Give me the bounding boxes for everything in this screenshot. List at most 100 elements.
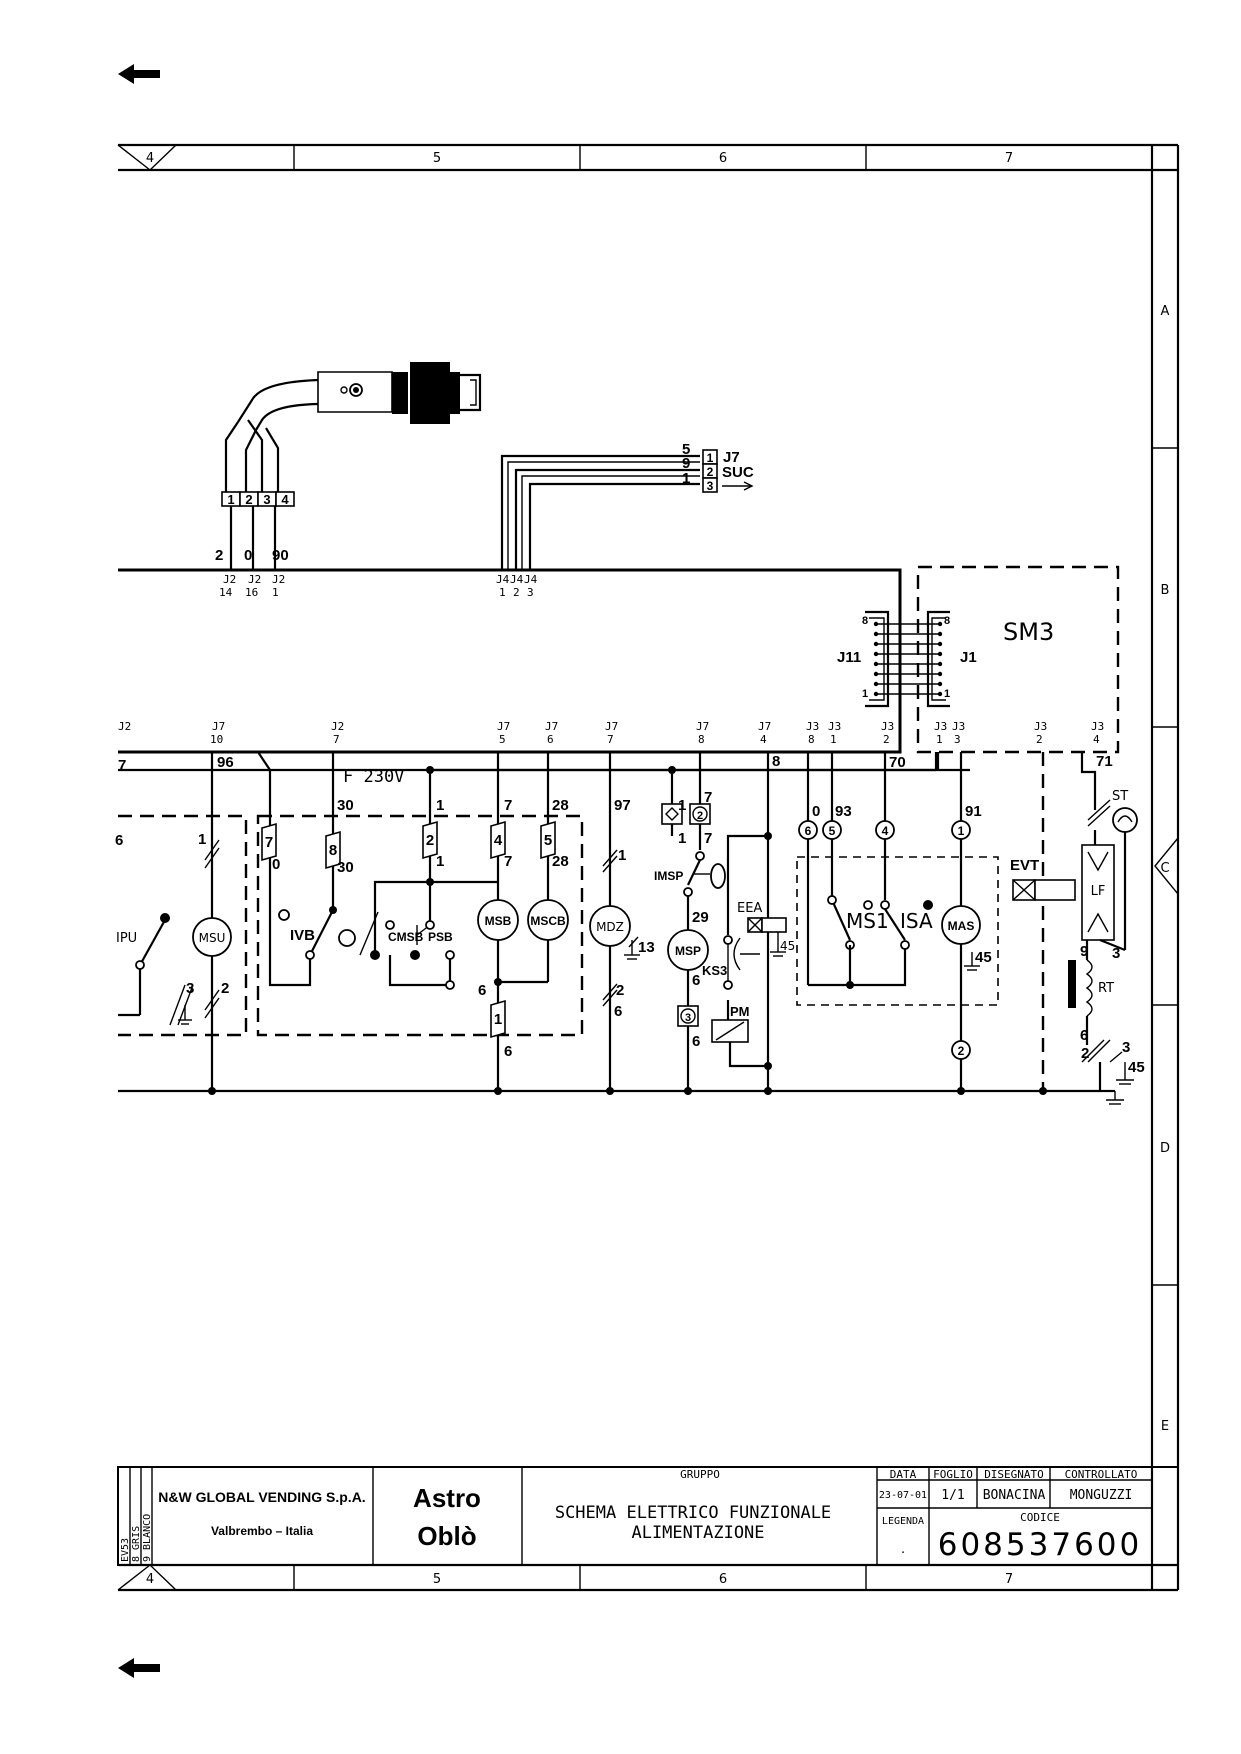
jack-number: 3 xyxy=(954,733,961,746)
circle-tag: 5 xyxy=(829,824,836,838)
back-arrow-bottom-icon[interactable] xyxy=(118,1658,160,1678)
wire-number: 45 xyxy=(780,939,795,953)
wire-number: 2 xyxy=(1081,1045,1089,1062)
data-label: DATA xyxy=(890,1468,917,1481)
wire-number: 2 xyxy=(221,980,229,997)
jack-label: J7 xyxy=(605,720,618,733)
wire-number: 6 xyxy=(1080,1027,1088,1044)
wire-number: 0 xyxy=(812,803,820,820)
jack-label: J3 xyxy=(881,720,894,733)
column-label: 7 xyxy=(1005,1572,1013,1587)
jack-label: J3 xyxy=(952,720,965,733)
wire-number: 8 xyxy=(772,753,780,770)
row-label: E xyxy=(1161,1419,1169,1434)
board-jack-labels: J2 J7 10 J2 7 J7 5 J7 6 J7 7 J7 8 J7 4 J… xyxy=(118,720,1104,746)
column-label: 6 xyxy=(719,1572,727,1587)
sm3-module: SM3 8 1 J1 xyxy=(916,565,1120,754)
pin-number: 8 xyxy=(944,615,950,627)
ribbon-pin xyxy=(937,691,943,697)
back-arrow-top-icon[interactable] xyxy=(118,64,160,84)
wire-number: 1 xyxy=(678,797,686,814)
ribbon-pin xyxy=(937,631,943,637)
jack-number: 1 xyxy=(272,586,279,599)
mscb-motor-icon xyxy=(527,899,569,941)
column-label: 7 xyxy=(1005,151,1013,166)
jack-number: 8 xyxy=(808,733,815,746)
cmsb-label: CMSB xyxy=(388,930,424,944)
st-label: ST xyxy=(1112,789,1128,804)
jack-label: J2 xyxy=(248,573,261,586)
wire-number: 6 xyxy=(478,982,486,999)
side-note: 8 GRIS xyxy=(131,1526,142,1562)
jack-label: J7 xyxy=(758,720,771,733)
wire-number: 5 xyxy=(682,441,690,458)
jack-label: J7 xyxy=(212,720,225,733)
ribbon-pin xyxy=(937,661,943,667)
jack-label: J4 xyxy=(510,573,524,586)
mscb-label: MSCB xyxy=(530,914,566,928)
wire-number: 3 xyxy=(1112,945,1120,962)
msp-label: MSP xyxy=(675,944,701,958)
wire-number: 30 xyxy=(337,859,354,876)
row-label: A xyxy=(1161,304,1170,319)
ribbon-pin xyxy=(873,631,879,637)
product-name-line2: Oblò xyxy=(417,1521,476,1551)
disegnato-label: DISEGNATO xyxy=(984,1468,1044,1481)
wire-number: 1 xyxy=(618,847,626,864)
msb-motor-icon xyxy=(477,899,519,941)
disegnato-value: BONACINA xyxy=(983,1488,1046,1503)
sm3-label: SM3 xyxy=(1003,618,1054,646)
wire-number: 7 xyxy=(704,830,712,847)
suc-label: SUC xyxy=(722,464,754,481)
wire-number: 6 xyxy=(692,972,700,989)
boiler-section: EVT 71 ST LF 3 9 RT 6 2 3 xyxy=(1010,752,1145,1105)
wire-number: 0 xyxy=(244,547,252,564)
wire-number: 96 xyxy=(217,754,234,771)
psb-label: PSB xyxy=(428,930,453,944)
jack-number: 2 xyxy=(883,733,890,746)
wire-number: 90 xyxy=(272,547,289,564)
jack-number: 8 xyxy=(698,733,705,746)
ribbon-pin xyxy=(937,681,943,687)
wire-number: 97 xyxy=(614,797,631,814)
wire-number: 71 xyxy=(1096,753,1113,770)
wire-number: 7 xyxy=(504,853,512,870)
j1-connector-label: J1 xyxy=(960,649,977,666)
isa-label: ISA xyxy=(900,909,933,933)
wire-number: 6 xyxy=(614,1003,622,1020)
jack-label: J3 xyxy=(934,720,947,733)
mas-label: MAS xyxy=(948,919,975,933)
title-block: EV53 8 GRIS 9 BLANCO N&W GLOBAL VENDING … xyxy=(117,1466,1179,1566)
column-label: 6 xyxy=(719,151,727,166)
wire-tag: 5 xyxy=(544,832,552,849)
description-line1: SCHEMA ELETTRICO FUNZIONALE xyxy=(555,1503,831,1523)
circle-tag: 4 xyxy=(882,824,889,838)
grinder-section: 6 5 4 1 0 93 70 91 MS1 ISA MAS 45 2 xyxy=(796,752,999,1095)
ms1-label: MS1 xyxy=(846,909,889,933)
rt-label: RT xyxy=(1098,981,1114,996)
pm-label: PM xyxy=(730,1004,750,1019)
jack-label: J7 xyxy=(497,720,510,733)
codice-label: CODICE xyxy=(1020,1511,1060,1524)
row-label: C xyxy=(1160,861,1169,876)
ipu-label: IPU xyxy=(116,931,137,946)
wire-number: 30 xyxy=(337,797,354,814)
row-label: B xyxy=(1161,583,1170,598)
suc-connector-label: J7 xyxy=(723,449,740,466)
wire-number: 70 xyxy=(889,754,906,771)
mdz-label: MDZ xyxy=(596,920,624,934)
msu-label: MSU xyxy=(199,931,226,945)
gruppo-label: GRUPPO xyxy=(680,1468,720,1481)
ribbon-pin xyxy=(873,621,879,627)
foglio-label: FOGLIO xyxy=(933,1468,973,1481)
foglio-value: 1/1 xyxy=(941,1488,964,1503)
jack-number: 4 xyxy=(1093,733,1100,746)
side-note: EV53 xyxy=(120,1538,131,1562)
jack-number: 5 xyxy=(499,733,506,746)
pin-number: 1 xyxy=(862,688,868,700)
suc-connector: 1 2 3 5 9 1 J7 SUC J4 1 J4 2 J4 3 xyxy=(496,441,754,599)
wire-number: 7 xyxy=(118,757,126,774)
data-value: 23-07-01 xyxy=(879,1490,927,1501)
wire-number: 7 xyxy=(504,797,512,814)
jack-number: 1 xyxy=(499,586,506,599)
